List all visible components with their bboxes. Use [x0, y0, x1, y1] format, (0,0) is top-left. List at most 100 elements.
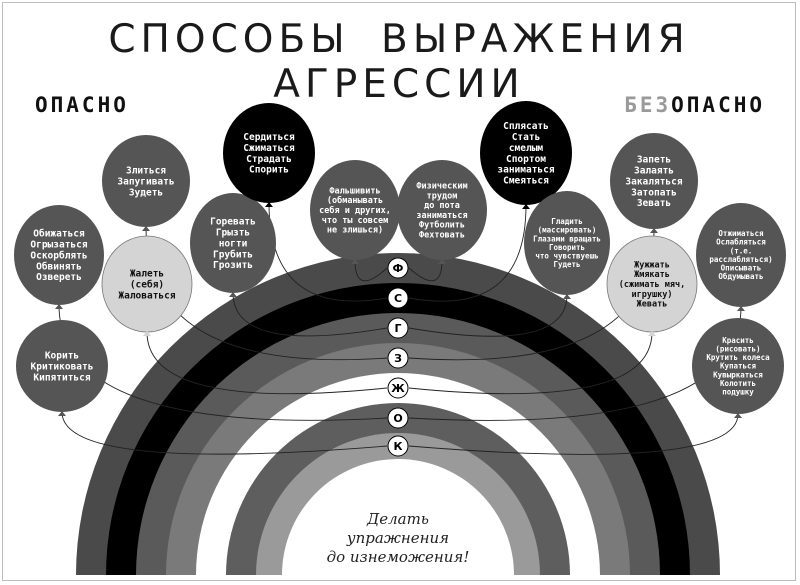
balloon-text-falshivit-3: себя и других, — [319, 205, 391, 216]
balloon-string-gorevat — [232, 292, 388, 337]
poster-title: СПОСОБЫ ВЫРАЖЕНИЯ АГРЕССИИ — [108, 17, 690, 107]
balloon-text-falshivit-1: Фальшивить — [329, 186, 380, 196]
balloon-text-zhuzhzhat-5: Жевать — [637, 300, 668, 310]
balloon-text-gladit-1: Гладить — [551, 217, 583, 226]
letter-5: Ж — [391, 382, 405, 395]
letter-1: Ф — [393, 262, 404, 275]
balloon-text-gladit-3: Глазами вращать — [533, 234, 601, 243]
balloon-text-krasit-6: Колотить — [720, 379, 756, 388]
balloon-body-obizhatsya — [14, 205, 104, 305]
balloon-knot-gorevat — [229, 292, 237, 297]
balloon-obizhatsya: ОбижатьсяОгрызатьсяОскорблятьОбвинятьОзв… — [14, 205, 104, 309]
balloon-text-otzhimatsya-3: (т.е. — [730, 246, 753, 255]
balloon-body-gorevat — [190, 193, 276, 293]
balloons: КоритьКритиковатьКипятитьсяОбижатьсяОгры… — [14, 101, 786, 418]
balloon-text-zapet-2: Залаять — [634, 165, 674, 176]
balloon-string-fizicheskim — [408, 259, 443, 282]
balloon-knot-korit — [58, 411, 66, 416]
note-line-1: Делать — [366, 510, 429, 528]
balloon-zhalet: Жалеть(себя)Жаловаться — [101, 235, 193, 336]
balloon-text-otzhimatsya-1: Отжиматься — [718, 229, 764, 238]
balloon-text-zhuzhzhat-2: Жмякать — [634, 270, 670, 280]
letter-7: К — [394, 440, 403, 453]
label-safe-prefix: БЕЗ — [624, 93, 672, 117]
balloon-text-zhalet-2: (себя) — [130, 279, 164, 290]
balloon-text-gladit-6: Гудеть — [553, 260, 580, 269]
balloon-text-splyasat-1: Сплясать — [503, 121, 549, 132]
letter-badge-1 — [387, 257, 409, 279]
balloon-text-obizhatsya-3: Оскорблять — [30, 250, 87, 261]
label-safe: БЕЗОПАСНО — [624, 93, 765, 117]
balloon-string-gladit — [408, 294, 568, 337]
balloon-body-otzhimatsya — [696, 203, 786, 307]
balloon-text-zapet-4: Затопать — [631, 187, 677, 198]
balloon-text-gorevat-3: ногти — [219, 238, 248, 249]
balloon-text-obizhatsya-5: Озвереть — [36, 272, 82, 283]
balloon-text-gladit-5: что чувствуешь — [535, 252, 598, 261]
balloon-text-zhuzhzhat-4: игрушку) — [632, 290, 673, 300]
balloon-knot-splyasat — [522, 204, 530, 209]
label-safe-suffix: ОПАСНО — [671, 93, 765, 117]
letter-badge-3 — [387, 317, 409, 339]
balloon-knot-zhuzhzhat — [648, 331, 656, 336]
balloon-knot-fizicheskim — [438, 259, 446, 264]
balloon-body-serditsya — [223, 103, 315, 203]
balloon-text-zapet-5: Зевать — [637, 198, 671, 209]
balloon-text-fizicheskim-3: до пота — [424, 201, 460, 211]
balloon-string-korit — [61, 411, 388, 455]
balloon-body-splyasat — [480, 101, 572, 205]
letter-3: Г — [394, 322, 401, 335]
balloon-string-falshivit — [354, 259, 388, 282]
balloon-text-krasit-4: Купаться — [720, 362, 757, 371]
balloon-krasit: Красить(рисовать)Крутить колесаКупатьсяК… — [692, 318, 784, 418]
balloon-text-splyasat-5: заниматься — [497, 165, 554, 176]
note-line-3: до изнеможения! — [327, 548, 470, 566]
balloon-text-serditsya-1: Сердиться — [243, 132, 295, 143]
balloon-text-zhalet-3: Жаловаться — [118, 290, 175, 301]
balloon-body-korit — [16, 320, 108, 412]
balloon-text-otzhimatsya-2: Ослабляться — [716, 238, 766, 247]
balloon-text-krasit-3: Крутить колеса — [706, 353, 770, 362]
balloon-text-zhalet-1: Жалеть — [130, 268, 164, 279]
balloon-splyasat: СплясатьСтатьсмелымСпортомзаниматьсяСмея… — [480, 101, 572, 209]
balloon-body-zapet — [610, 133, 698, 229]
balloon-text-korit-2: Критиковать — [31, 361, 94, 372]
balloon-text-gorevat-4: Грубить — [213, 249, 253, 260]
label-dangerous: ОПАСНО — [35, 93, 129, 117]
balloon-text-obizhatsya-4: Обвинять — [36, 261, 82, 272]
balloon-text-serditsya-2: Сжиматься — [243, 143, 295, 154]
letter-6: О — [393, 412, 402, 425]
balloon-text-falshivit-2: (обманывать — [327, 195, 383, 206]
balloon-text-splyasat-2: Стать — [512, 132, 541, 143]
balloon-text-obizhatsya-1: Обижаться — [33, 228, 85, 239]
balloon-text-fizicheskim-6: Фехтовать — [419, 230, 465, 240]
balloon-text-otzhimatsya-4: расслабляться) — [709, 255, 772, 264]
letter-2: С — [394, 292, 402, 305]
balloon-knot-zapet — [650, 228, 658, 233]
balloon-text-gladit-4: Говорить — [549, 243, 585, 252]
balloon-body-zlitsya — [102, 135, 190, 227]
balloon-text-krasit-5: Кувыркаться — [713, 370, 763, 379]
balloon-text-zlitsya-3: Зудеть — [129, 187, 163, 198]
balloon-gladit: Гладить(массировать)Глазами вращатьГовор… — [524, 191, 610, 299]
balloon-text-falshivit-5: не злишься) — [327, 226, 383, 236]
balloon-text-krasit-7: подушку — [722, 388, 754, 397]
balloon-text-zlitsya-1: Злиться — [126, 165, 166, 176]
balloon-body-fizicheskim — [397, 160, 487, 260]
balloon-text-otzhimatsya-5: Описывать — [721, 264, 762, 273]
balloon-text-gladit-2: (массировать) — [538, 226, 597, 235]
balloon-text-korit-3: Кипятиться — [33, 372, 90, 383]
balloon-text-gorevat-1: Горевать — [210, 216, 256, 227]
balloon-text-krasit-2: (рисовать) — [715, 344, 760, 353]
balloon-body-krasit — [692, 318, 784, 414]
balloon-text-fizicheskim-1: Физическим — [416, 182, 467, 192]
balloon-otzhimatsya: ОтжиматьсяОслабляться(т.е.расслабляться)… — [696, 203, 786, 311]
balloon-text-gorevat-2: Грызть — [216, 227, 250, 238]
